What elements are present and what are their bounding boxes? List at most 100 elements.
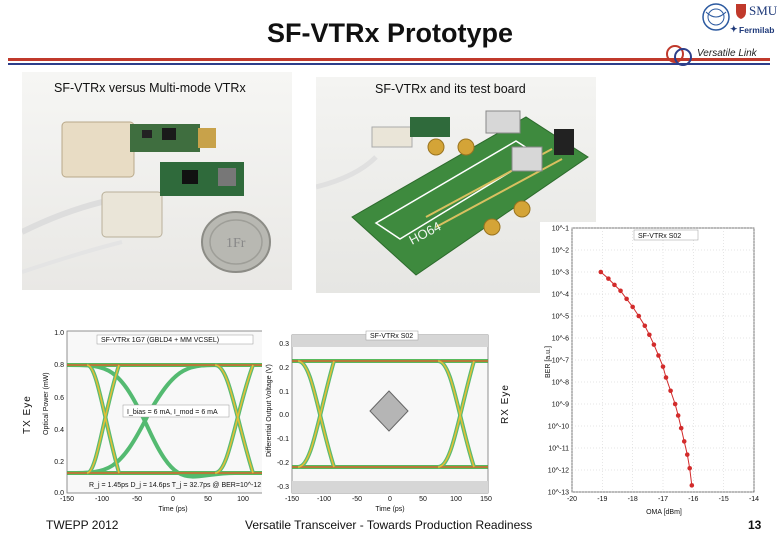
svg-text:0.2: 0.2 <box>279 365 289 372</box>
ber-data-point <box>668 388 673 394</box>
ber-x-tick-label: -20 <box>567 496 577 503</box>
footer-conference: TWEPP 2012 <box>46 518 119 532</box>
ber-y-tick-label: 10^-12 <box>548 468 569 475</box>
svg-text:100: 100 <box>450 496 462 503</box>
svg-text:-100: -100 <box>317 496 331 503</box>
svg-text:0.4: 0.4 <box>54 427 64 434</box>
svg-text:Time (ps): Time (ps) <box>158 506 187 513</box>
ber-data-point <box>678 425 684 431</box>
left-photo-caption: SF-VTRx versus Multi-mode VTRx <box>54 81 246 95</box>
svg-text:-50: -50 <box>132 496 142 503</box>
svg-text:0.8: 0.8 <box>54 362 64 369</box>
ber-data-point <box>612 282 617 288</box>
ber-data-point <box>687 465 692 471</box>
ber-y-tick-label: 10^-13 <box>548 490 569 497</box>
ber-data-point <box>663 375 669 380</box>
svg-text:Time (ps): Time (ps) <box>375 506 404 513</box>
vtrx-comparison-photo: 1Fr SF-VTRx versus Multi-mode VTRx <box>20 72 292 290</box>
ber-y-tick-label: 10^-11 <box>548 446 569 453</box>
footer-talk-title: Versatile Transceiver - Towards Producti… <box>245 518 533 532</box>
page-number: 13 <box>748 518 762 532</box>
svg-text:50: 50 <box>204 496 212 503</box>
svg-text:-100: -100 <box>95 496 109 503</box>
ber-data-point <box>636 313 642 319</box>
cern-logo <box>702 3 730 31</box>
test-board-photo: HO64 SF-VTRx and its test board <box>315 77 596 293</box>
ber-x-tick-label: -16 <box>688 496 698 503</box>
ber-data-point <box>689 483 695 488</box>
svg-text:-150: -150 <box>285 496 299 503</box>
fermilab-logo: ✦ Fermilab <box>730 24 775 35</box>
ber-chart-title: SF-VTRx S02 <box>638 233 681 240</box>
ber-x-tick-label: -18 <box>628 496 638 503</box>
svg-text:Optical Power (mW): Optical Power (mW) <box>43 372 50 435</box>
ber-series <box>598 269 695 488</box>
svg-text:0.6: 0.6 <box>54 395 64 402</box>
ber-data-point <box>624 296 629 302</box>
svg-text:R_j = 1.45ps D_j = 14.6ps T_: R_j = 1.45ps D_j = 14.6ps T_j = 32.7ps @… <box>89 482 261 489</box>
ber-x-tick-label: -15 <box>719 496 729 503</box>
page-title: SF-VTRx Prototype <box>266 18 514 48</box>
ber-y-tick-label: 10^-4 <box>552 292 569 299</box>
ber-data-point <box>651 342 657 347</box>
ber-y-tick-label: 10^-10 <box>548 424 569 431</box>
header-rule-red <box>8 58 770 61</box>
ber-x-tick-label: -19 <box>597 496 607 503</box>
svg-text:0: 0 <box>171 496 175 503</box>
svg-text:I_bias = 6 mA, I_mod = 6 mA: I_bias = 6 mA, I_mod = 6 mA <box>127 409 218 416</box>
versatile-link-label: Versatile Link <box>697 48 757 59</box>
ber-data-point <box>675 413 681 418</box>
rx-eye-diagram: SF-VTRx S02 0.3 0.2 0.1 0.0 -0.1 -0.2 -0… <box>262 327 494 515</box>
svg-text:0.0: 0.0 <box>279 412 289 419</box>
ber-chart: 10^-110^-210^-310^-410^-510^-610^-710^-8… <box>540 222 760 516</box>
svg-text:1.0: 1.0 <box>54 330 64 337</box>
svg-text:50: 50 <box>419 496 427 503</box>
svg-text:SF-VTRx 1G7 (GBLD4 + MM VCSEL): SF-VTRx 1G7 (GBLD4 + MM VCSEL) <box>101 337 219 344</box>
svg-text:0.3: 0.3 <box>279 341 289 348</box>
svg-text:-0.2: -0.2 <box>277 460 289 467</box>
ber-data-point <box>681 439 687 444</box>
ber-data-point <box>660 364 666 369</box>
ber-x-ticks: -20 -19 -18 -17 -16 -15 -14 <box>567 496 759 503</box>
vtrx-modules-illustration: 1Fr <box>20 121 271 274</box>
ber-data-point <box>606 276 611 281</box>
svg-text:1Fr: 1Fr <box>226 236 246 251</box>
svg-text:-150: -150 <box>60 496 74 503</box>
svg-text:-0.1: -0.1 <box>277 436 289 443</box>
ber-y-tick-label: 10^-3 <box>552 270 569 277</box>
ber-grid <box>571 227 755 493</box>
ber-data-point <box>684 452 690 457</box>
ber-y-tick-label: 10^-1 <box>552 226 569 233</box>
ber-data-point <box>642 323 648 329</box>
svg-text:SF-VTRx S02: SF-VTRx S02 <box>370 333 413 340</box>
ber-data-point <box>672 401 678 407</box>
ber-x-tick-label: -17 <box>658 496 668 503</box>
tx-eye-diagram: SF-VTRx 1G7 (GBLD4 + MM VCSEL) I_bias = … <box>39 325 285 515</box>
ber-data-point <box>618 288 623 294</box>
ber-data-point <box>656 353 661 358</box>
ber-y-tick-label: 10^-9 <box>552 402 569 409</box>
test-board-illustration: HO64 <box>315 110 589 276</box>
ber-x-tick-label: -14 <box>749 496 759 503</box>
ber-data-point <box>630 304 635 310</box>
smu-logo: SMU <box>734 2 777 20</box>
header-rule-blue <box>8 63 770 65</box>
svg-text:150: 150 <box>480 496 492 503</box>
ber-y-ticks: 10^-110^-210^-310^-410^-510^-610^-710^-8… <box>548 226 569 497</box>
right-photo-caption: SF-VTRx and its test board <box>375 82 526 96</box>
ber-y-tick-label: 10^-6 <box>552 336 569 343</box>
ber-y-tick-label: 10^-5 <box>552 314 569 321</box>
ber-y-axis-label: BER [a.u.] <box>545 346 552 378</box>
svg-text:0.2: 0.2 <box>54 459 64 466</box>
svg-text:0.0: 0.0 <box>54 490 64 497</box>
versatile-link-icon <box>666 45 692 66</box>
svg-text:Differential Output Voltage (V: Differential Output Voltage (V) <box>266 364 273 457</box>
svg-text:0: 0 <box>388 496 392 503</box>
svg-text:100: 100 <box>237 496 249 503</box>
ber-x-axis-label: OMA [dBm] <box>646 509 682 516</box>
svg-text:-50: -50 <box>352 496 362 503</box>
svg-text:-0.3: -0.3 <box>277 484 289 491</box>
svg-text:0.1: 0.1 <box>279 389 289 396</box>
ber-y-tick-label: 10^-2 <box>552 248 569 255</box>
ber-data-point <box>647 332 652 338</box>
